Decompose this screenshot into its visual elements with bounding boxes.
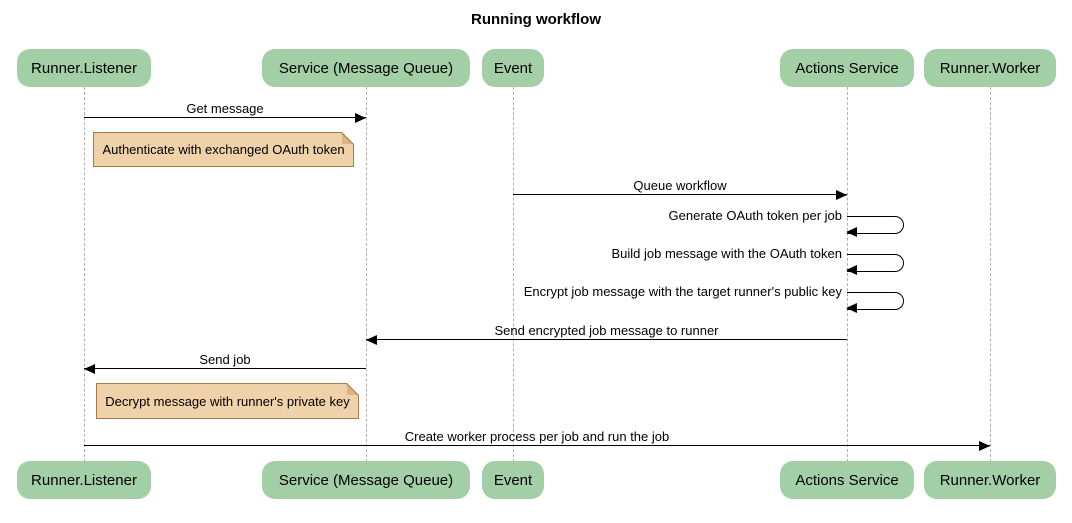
message-label: Get message (186, 101, 264, 116)
lifeline-event (513, 87, 514, 462)
message-label: Queue workflow (633, 178, 727, 193)
message-label: Create worker process per job and run th… (404, 429, 670, 444)
participant-runner-worker-top: Runner.Worker (924, 49, 1056, 87)
arrowhead-left-icon (846, 302, 857, 313)
note-authenticate: Authenticate with exchanged OAuth token (93, 132, 354, 167)
arrowhead-right-icon (836, 190, 847, 200)
participant-actions-service-bottom: Actions Service (780, 461, 914, 499)
lifeline-runner-listener (84, 87, 85, 462)
message-label: Send encrypted job message to runner (494, 323, 719, 338)
participant-event-top: Event (482, 49, 544, 87)
participant-actions-service-top: Actions Service (780, 49, 914, 87)
note-fold-cover (347, 383, 359, 395)
participant-service-message-queue-bottom: Service (Message Queue) (262, 461, 470, 499)
arrowhead-left-icon (846, 264, 857, 275)
arrowhead-right-icon (355, 113, 366, 123)
note-decrypt: Decrypt message with runner's private ke… (96, 383, 359, 419)
lifeline-service-message-queue (366, 87, 367, 462)
self-message-label: Generate OAuth token per job (668, 208, 842, 223)
self-message-label: Build job message with the OAuth token (611, 246, 842, 261)
message-queue-workflow: Queue workflow (513, 176, 847, 200)
arrowhead-left-icon (366, 335, 377, 345)
message-line (84, 368, 366, 369)
note-text: Authenticate with exchanged OAuth token (102, 142, 345, 157)
participant-event-bottom: Event (482, 461, 544, 499)
self-message-label: Encrypt job message with the target runn… (523, 284, 842, 299)
participant-runner-listener-top: Runner.Listener (17, 49, 151, 87)
arrowhead-left-icon (84, 364, 95, 374)
message-line (513, 194, 847, 195)
message-send-encrypted-job: Send encrypted job message to runner (366, 321, 847, 345)
participant-runner-worker-bottom: Runner.Worker (924, 461, 1056, 499)
note-text: Decrypt message with runner's private ke… (105, 393, 350, 409)
participant-service-message-queue-top: Service (Message Queue) (262, 49, 470, 87)
lifeline-actions-service (847, 87, 848, 462)
participant-runner-listener-bottom: Runner.Listener (17, 461, 151, 499)
message-line (84, 445, 990, 446)
arrowhead-left-icon (846, 226, 857, 237)
message-get-message: Get message (84, 99, 366, 123)
message-line (366, 339, 847, 340)
self-message-loop (846, 254, 904, 275)
message-create-worker: Create worker process per job and run th… (84, 427, 990, 451)
arrowhead-right-icon (979, 441, 990, 451)
self-message-loop (846, 292, 904, 313)
self-message-loop (846, 216, 904, 237)
note-fold-cover (342, 132, 354, 144)
message-send-job: Send job (84, 350, 366, 374)
message-label: Send job (199, 352, 251, 367)
diagram-title: Running workflow (471, 11, 601, 28)
message-line (84, 117, 366, 118)
lifeline-runner-worker (990, 87, 991, 462)
